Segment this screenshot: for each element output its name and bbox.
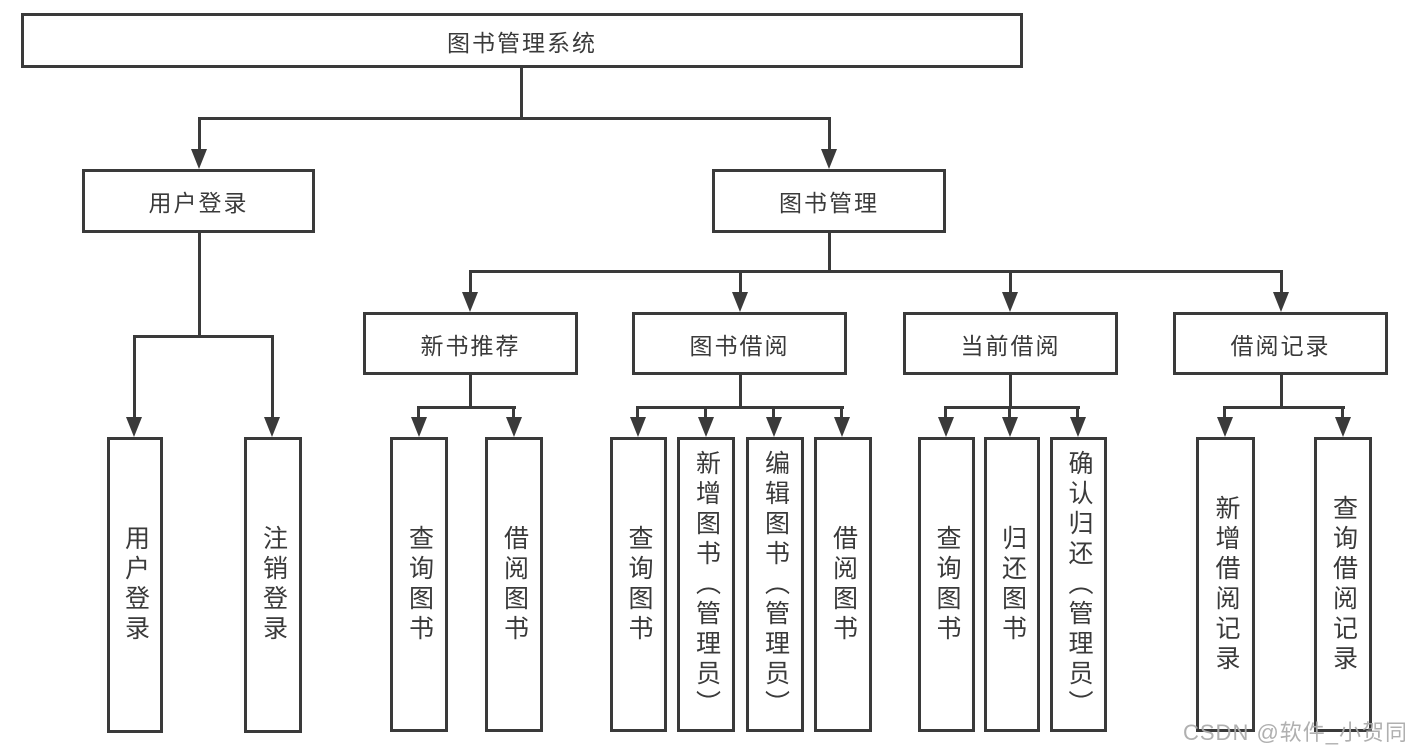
leaf-confirm-return-admin-label: 确认归还（管理员）	[1065, 449, 1093, 720]
connector-line	[271, 335, 274, 419]
connector-line	[198, 233, 201, 336]
leaf-query-books-current-label: 查询图书	[933, 524, 961, 645]
arrow-down-icon	[1002, 292, 1018, 312]
node-root: 图书管理系统	[21, 13, 1023, 68]
arrow-down-icon	[462, 292, 478, 312]
node-root-label: 图书管理系统	[447, 29, 597, 56]
arrow-down-icon	[1002, 417, 1018, 437]
arrow-down-icon	[126, 417, 142, 437]
arrow-down-icon	[1335, 417, 1351, 437]
connector-line	[198, 117, 831, 120]
leaf-query-books-borrow-label: 查询图书	[625, 524, 653, 645]
arrow-down-icon	[834, 417, 850, 437]
leaf-add-borrow-record-label: 新增借阅记录	[1212, 494, 1240, 675]
connector-line	[739, 270, 742, 293]
leaf-user-login-label: 用户登录	[121, 525, 150, 645]
arrow-down-icon	[938, 417, 954, 437]
connector-line	[840, 406, 843, 419]
connector-line	[512, 406, 515, 419]
connector-line	[704, 406, 707, 419]
node-borrow-records: 借阅记录	[1173, 312, 1388, 375]
arrow-down-icon	[264, 417, 280, 437]
connector-line	[469, 270, 1283, 273]
leaf-add-borrow-record: 新增借阅记录	[1196, 437, 1255, 732]
node-user-login: 用户登录	[82, 169, 315, 233]
node-book-borrow: 图书借阅	[632, 312, 847, 375]
connector-line	[636, 406, 844, 409]
node-book-management: 图书管理	[712, 169, 946, 233]
leaf-borrow-books: 借阅图书	[814, 437, 872, 732]
node-user-login-label: 用户登录	[148, 190, 249, 216]
leaf-return-books-label: 归还图书	[998, 524, 1027, 645]
leaf-logout: 注销登录	[244, 437, 302, 733]
leaf-edit-books-admin: 编辑图书（管理员）	[746, 437, 804, 732]
arrow-down-icon	[766, 417, 782, 437]
leaf-query-borrow-record-label: 查询借阅记录	[1329, 494, 1358, 675]
connector-line	[1341, 406, 1344, 419]
leaf-add-books-admin-label: 新增图书（管理员）	[692, 449, 721, 720]
connector-line	[469, 375, 472, 408]
connector-line	[469, 270, 472, 293]
arrow-down-icon	[506, 417, 522, 437]
leaf-query-books-borrow: 查询图书	[610, 437, 667, 732]
arrow-down-icon	[411, 417, 427, 437]
leaf-borrow-books-recommend: 借阅图书	[485, 437, 543, 732]
connector-line	[1223, 406, 1226, 419]
leaf-query-books-recommend: 查询图书	[390, 437, 448, 732]
connector-line	[133, 335, 274, 338]
leaf-add-books-admin: 新增图书（管理员）	[677, 437, 735, 732]
arrow-down-icon	[1070, 417, 1086, 437]
connector-line	[133, 335, 136, 419]
leaf-edit-books-admin-label: 编辑图书（管理员）	[761, 449, 790, 720]
connector-line	[417, 406, 516, 409]
leaf-query-borrow-record: 查询借阅记录	[1314, 437, 1372, 732]
connector-line	[520, 68, 523, 118]
connector-line	[944, 406, 947, 419]
connector-line	[828, 117, 831, 151]
node-current-borrow: 当前借阅	[903, 312, 1118, 375]
connector-line	[636, 406, 639, 419]
arrow-down-icon	[698, 417, 714, 437]
arrow-down-icon	[191, 149, 207, 169]
connector-line	[1280, 375, 1283, 408]
node-book-management-label: 图书管理	[779, 190, 879, 216]
node-current-borrow-label: 当前借阅	[960, 332, 1061, 359]
node-borrow-records-label: 借阅记录	[1230, 332, 1331, 359]
leaf-confirm-return-admin: 确认归还（管理员）	[1050, 437, 1107, 732]
leaf-query-books-recommend-label: 查询图书	[405, 524, 434, 645]
leaf-user-login: 用户登录	[107, 437, 163, 733]
node-book-borrow-label: 图书借阅	[689, 332, 790, 359]
connector-line	[772, 406, 775, 419]
leaf-logout-label: 注销登录	[259, 525, 288, 645]
connector-line	[1280, 270, 1283, 293]
connector-line	[198, 117, 201, 151]
leaf-borrow-books-label: 借阅图书	[829, 524, 858, 645]
connector-line	[1223, 406, 1345, 409]
connector-line	[944, 406, 1080, 409]
arrow-down-icon	[732, 292, 748, 312]
connector-line	[739, 375, 742, 408]
arrow-down-icon	[1217, 417, 1233, 437]
leaf-return-books: 归还图书	[984, 437, 1040, 732]
arrow-down-icon	[630, 417, 646, 437]
connector-line	[1009, 270, 1012, 293]
watermark-text: CSDN @软件_小贺同学	[1183, 720, 1405, 745]
connector-line	[828, 233, 831, 271]
connector-line	[1008, 406, 1011, 419]
arrow-down-icon	[821, 149, 837, 169]
connector-line	[1076, 406, 1079, 419]
leaf-query-books-current: 查询图书	[918, 437, 975, 732]
arrow-down-icon	[1273, 292, 1289, 312]
node-new-book-recommend-label: 新书推荐	[420, 332, 521, 359]
connector-line	[1009, 375, 1012, 408]
connector-line	[417, 406, 420, 419]
leaf-borrow-books-recommend-label: 借阅图书	[500, 524, 529, 645]
node-new-book-recommend: 新书推荐	[363, 312, 578, 375]
